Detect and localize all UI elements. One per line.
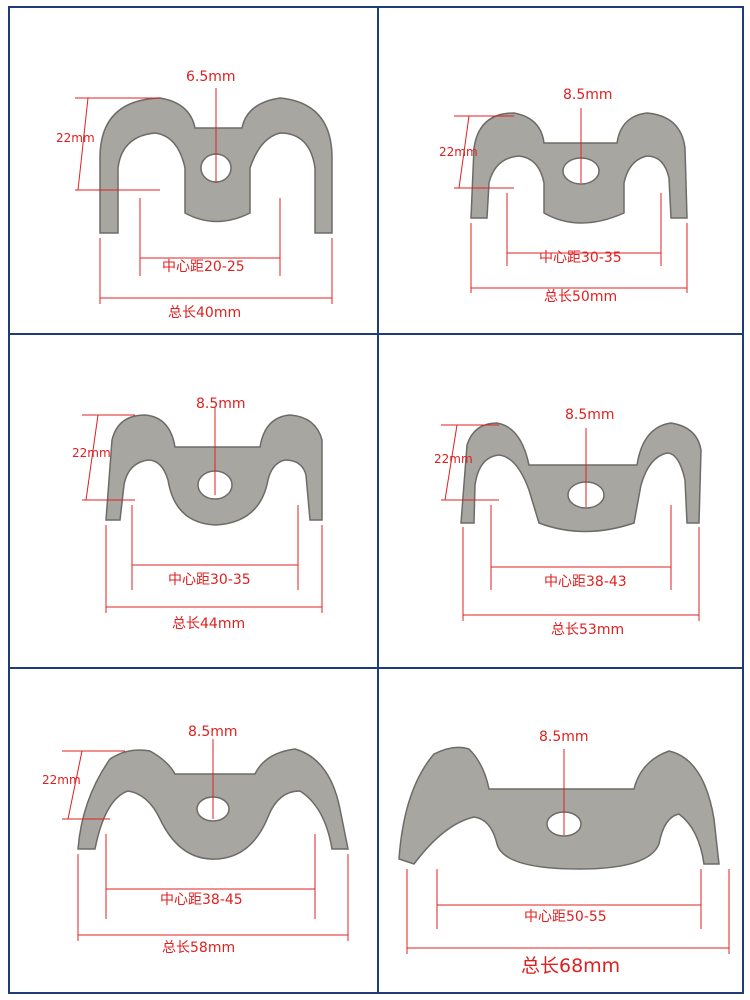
total-length-label: 总长44mm: [172, 616, 246, 632]
hole-diameter-label: 8.5mm: [563, 87, 613, 103]
product-grid: 6.5mm 22mm 中心距20-25 总长40mm 8.5mm 22mm 中心…: [8, 6, 744, 994]
total-length-label: 总长68mm: [521, 955, 621, 977]
height-label: 22mm: [72, 446, 111, 460]
total-length-label: 总长53mm: [551, 622, 625, 638]
center-distance-label: 中心距50-55: [524, 909, 607, 925]
grid-divider-row2: [10, 667, 742, 669]
grid-divider-vertical: [377, 8, 379, 992]
total-length-label: 总长40mm: [168, 305, 242, 321]
panel-clamp-68mm: 8.5mm 中心距50-55 总长68mm: [379, 669, 744, 996]
panel-clamp-40mm: 6.5mm 22mm 中心距20-25 总长40mm: [10, 8, 375, 335]
hole-diameter-label: 8.5mm: [565, 407, 615, 423]
panel-clamp-53mm: 8.5mm 22mm 中心距38-43 总长53mm: [379, 335, 744, 662]
clamp-illustration: [75, 88, 333, 304]
height-label: 22mm: [56, 131, 95, 145]
center-distance-label: 中心距38-43: [544, 574, 627, 590]
center-distance-label: 中心距30-35: [539, 250, 622, 266]
height-label: 22mm: [439, 145, 478, 159]
total-length-label: 总长58mm: [162, 940, 236, 956]
clamp-illustration: [82, 407, 323, 613]
panel-clamp-50mm: 8.5mm 22mm 中心距30-35 总长50mm: [379, 8, 744, 335]
center-distance-label: 中心距38-45: [160, 892, 243, 908]
height-label: 22mm: [42, 773, 81, 787]
clamp-illustration: [398, 746, 730, 954]
height-label: 22mm: [434, 452, 473, 466]
clamp-illustration: [62, 739, 349, 941]
clamp-illustration: [441, 422, 702, 621]
hole-diameter-label: 8.5mm: [196, 396, 246, 412]
grid-divider-row1: [10, 333, 742, 335]
hole-diameter-label: 8.5mm: [539, 729, 589, 745]
panel-clamp-44mm: 8.5mm 22mm 中心距30-35 总长44mm: [10, 335, 375, 662]
center-distance-label: 中心距20-25: [162, 259, 245, 275]
hole-diameter-label: 8.5mm: [188, 724, 238, 740]
center-distance-label: 中心距30-35: [168, 572, 251, 588]
panel-clamp-58mm: 8.5mm 22mm 中心距38-45 总长58mm: [10, 669, 375, 996]
hole-diameter-label: 6.5mm: [186, 69, 236, 85]
clamp-illustration: [454, 108, 688, 293]
total-length-label: 总长50mm: [544, 289, 618, 305]
